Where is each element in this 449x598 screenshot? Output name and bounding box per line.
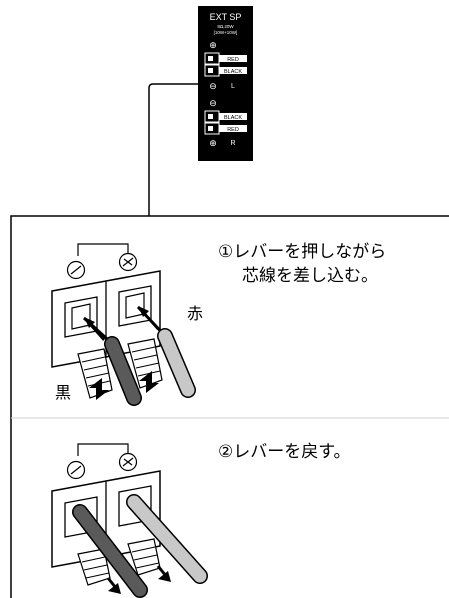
panel-left-black-label: BLACK (224, 69, 242, 75)
step2-black-wire (72, 504, 148, 598)
panel-spec-line2: [10W+10W] (214, 30, 238, 35)
detail-box-border (10, 215, 449, 598)
step1-right-lever (127, 338, 163, 389)
panel-spec-line1: 8Ω,20W (217, 24, 234, 29)
step1-right-push-arrow (139, 371, 159, 393)
step2-left-release-arrow (106, 577, 121, 594)
step2-plus-mark (122, 457, 134, 467)
panel-background (198, 6, 253, 161)
step1-instruction-line1: ①レバーを押しながら (218, 242, 386, 262)
step2-bracket (77, 443, 129, 456)
step1-red-insert-arrow (138, 306, 159, 330)
step2-illustration (51, 443, 208, 598)
panel-left-red-label: RED (227, 57, 239, 63)
step2-left-lever (77, 548, 111, 586)
step1-red-label: 赤 (187, 304, 203, 323)
panel-right-minus-symbol: ⊖ (209, 99, 217, 109)
panel-left-minus-symbol: ⊖ (209, 82, 217, 92)
step2-instruction: ②レバーを戻す。 (218, 442, 351, 462)
step1-black-insert-arrow (84, 317, 105, 341)
step2-red-wire (126, 494, 208, 584)
panel-left-red-terminal: RED (204, 52, 247, 65)
step1-black-label: 黒 (55, 383, 71, 402)
step1-plus-mark (122, 257, 134, 267)
ext-sp-panel: EXT SP 8Ω,20W [10W+10W] ⊕ RED BLACK ⊖ L … (198, 6, 253, 161)
panel-left-black-terminal: BLACK (204, 64, 247, 77)
panel-right-red-terminal: RED (204, 122, 247, 135)
panel-right-black-terminal: BLACK (204, 110, 247, 123)
step2-minus-mark (70, 465, 82, 475)
step1-instruction-line2: 芯線を差し込む。 (242, 266, 378, 286)
step1-left-push-arrow (89, 378, 109, 400)
panel-right-plus-symbol: ⊕ (209, 139, 217, 149)
panel-title: EXT SP (210, 12, 242, 22)
step2-right-release-arrow (156, 565, 171, 582)
panel-right-channel-label: R (230, 140, 235, 147)
step1-illustration: 赤 黒 (51, 243, 203, 406)
step1-left-lever (77, 348, 113, 399)
panel-left-channel-label: L (231, 83, 235, 90)
step1-minus-mark (70, 265, 82, 275)
step1-bracket (77, 243, 129, 256)
leader-line (148, 83, 198, 216)
panel-left-plus-symbol: ⊕ (209, 41, 217, 51)
panel-right-black-label: BLACK (224, 115, 242, 121)
panel-right-red-label: RED (227, 127, 239, 133)
